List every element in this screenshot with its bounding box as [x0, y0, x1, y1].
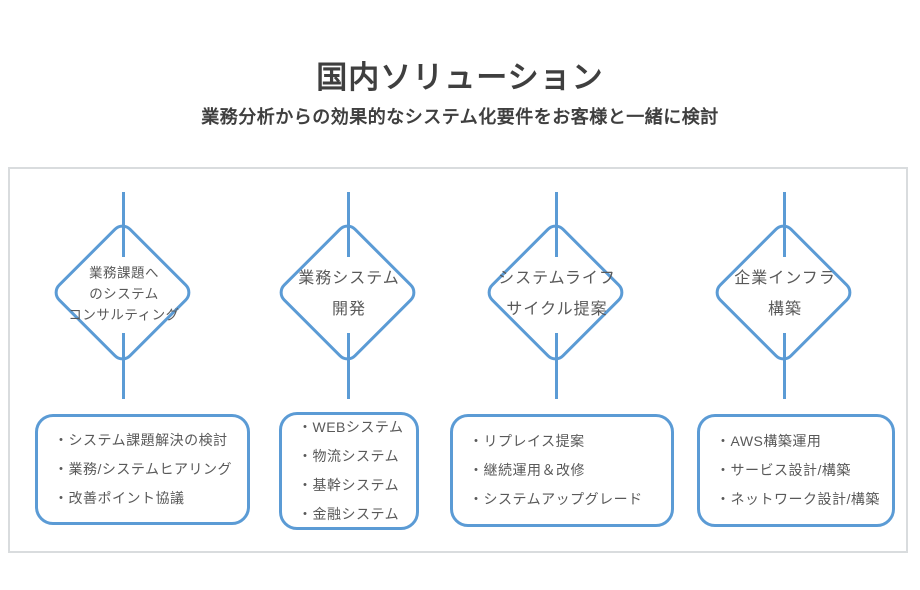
connector-line-bottom — [122, 333, 125, 399]
detail-item: ・金融システム — [298, 506, 400, 522]
solution-column-lifecycle: システムライフ サイクル提案 ・リプレイス提案 ・継続運用＆改修 ・システムアッ… — [10, 169, 906, 551]
connector-line-top — [122, 192, 125, 257]
connector-line-bottom — [783, 333, 786, 399]
detail-box: ・WEBシステム ・物流システム ・基幹システム ・金融システム — [279, 412, 419, 530]
detail-item: ・システム課題解決の検討 — [54, 432, 228, 448]
detail-item: ・ネットワーク設計/構築 — [716, 491, 880, 507]
page-subtitle: 業務分析からの効果的なシステム化要件をお客様と一緒に検討 — [201, 107, 719, 127]
solution-column-infrastructure: 企業インフラ 構築 ・AWS構築運用 ・サービス設計/構築 ・ネットワーク設計/… — [10, 169, 906, 551]
diagram-panel: 業務課題へ のシステム コンサルティング ・システム課題解決の検討 ・業務/シス… — [8, 167, 908, 553]
diamond-label: システムライフ サイクル提案 — [498, 270, 616, 318]
diamond-label: 業務システム 開発 — [298, 270, 400, 318]
detail-item: ・システムアップグレード — [469, 491, 643, 507]
detail-item: ・リプレイス提案 — [469, 433, 585, 449]
detail-item: ・業務/システムヒアリング — [54, 461, 232, 477]
diamond-label: 業務課題へ のシステム コンサルティング — [68, 265, 180, 323]
connector-line-bottom — [347, 333, 350, 399]
connector-line-top — [783, 192, 786, 257]
solution-column-development: 業務システム 開発 ・WEBシステム ・物流システム ・基幹システム ・金融シス… — [10, 169, 906, 551]
connector-line-bottom — [555, 333, 558, 399]
detail-item: ・基幹システム — [298, 477, 400, 493]
detail-item: ・改善ポイント協議 — [54, 490, 185, 506]
detail-item: ・継続運用＆改修 — [469, 462, 585, 478]
detail-item: ・AWS構築運用 — [716, 433, 822, 449]
detail-box: ・システム課題解決の検討 ・業務/システムヒアリング ・改善ポイント協議 — [35, 414, 250, 525]
detail-box: ・AWS構築運用 ・サービス設計/構築 ・ネットワーク設計/構築 — [697, 414, 895, 527]
solution-column-consulting: 業務課題へ のシステム コンサルティング ・システム課題解決の検討 ・業務/シス… — [10, 169, 906, 551]
connector-line-top — [555, 192, 558, 257]
detail-item: ・サービス設計/構築 — [716, 462, 851, 478]
detail-item: ・WEBシステム — [298, 419, 404, 435]
page-title: 国内ソリューション — [316, 60, 604, 95]
detail-item: ・物流システム — [298, 448, 400, 464]
diamond-label: 企業インフラ 構築 — [734, 270, 836, 318]
detail-box: ・リプレイス提案 ・継続運用＆改修 ・システムアップグレード — [450, 414, 674, 527]
connector-line-top — [347, 192, 350, 257]
